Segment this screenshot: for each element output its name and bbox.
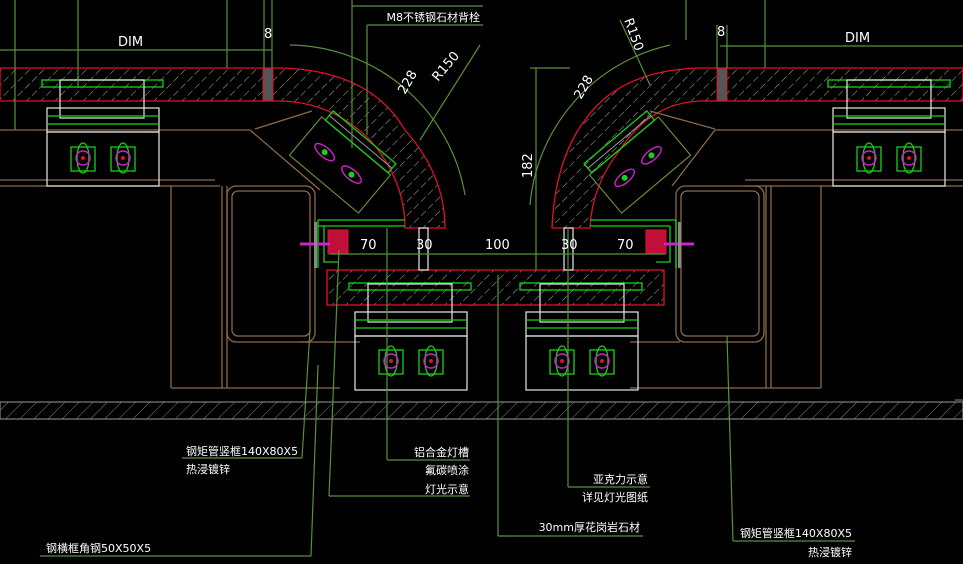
note-right-frame-1: 钢矩管竖框140X80X5 — [740, 526, 852, 540]
arc-length-right: 228 — [571, 73, 596, 102]
gap-left: 8 — [264, 27, 272, 42]
note-acrylic-2: 详见灯光图纸 — [582, 490, 648, 504]
radius-right: R150 — [620, 16, 646, 53]
note-angle-steel-1: 钢横框角钢50X50X5 — [46, 541, 151, 555]
gap-right: 8 — [717, 25, 725, 40]
note-alu-slot-2: 氟碳喷涂 — [425, 463, 469, 477]
note-acrylic-1: 亚克力示意 — [593, 472, 648, 486]
light-slot-left — [300, 219, 405, 268]
dim-70-right: 70 — [617, 238, 634, 253]
note-right-frame-2: 热浸镀锌 — [808, 545, 852, 559]
bracket-block-top-left — [46, 79, 160, 187]
note-left-frame-1: 钢矩管竖框140X80X5 — [186, 444, 298, 458]
arc-length-left: 228 — [395, 68, 420, 97]
bottom-stone-panel — [326, 269, 665, 306]
bracket-block-bottom-right — [525, 283, 639, 391]
dimension-lines — [0, 0, 963, 270]
dim-100: 100 — [485, 238, 510, 253]
angled-bracket-right — [583, 110, 692, 214]
note-top-bolt: M8不锈钢石材背栓 — [387, 10, 481, 24]
dim-label-left: DIM — [118, 35, 143, 50]
note-alu-slot-3: 灯光示意 — [425, 482, 469, 496]
acrylic-left — [418, 227, 429, 271]
note-granite: 30mm厚花岗岩石材 — [539, 520, 640, 534]
note-alu-slot-1: 铝合金灯槽 — [414, 445, 469, 459]
concrete-strip — [0, 401, 963, 420]
angled-bracket-left — [288, 110, 397, 214]
dim-label-right: DIM — [845, 31, 870, 46]
note-left-frame-2: 热浸镀锌 — [186, 462, 230, 476]
light-slot-right — [590, 219, 694, 268]
height-dimension: 182 — [521, 153, 536, 178]
steel-frame — [0, 110, 963, 389]
dim-30-left: 30 — [416, 238, 433, 253]
dim-70-left: 70 — [360, 238, 377, 253]
bracket-block-top-right — [832, 79, 946, 187]
leader-lines — [40, 0, 963, 557]
dim-30-right: 30 — [561, 238, 578, 253]
bracket-block-bottom-left — [354, 283, 468, 391]
